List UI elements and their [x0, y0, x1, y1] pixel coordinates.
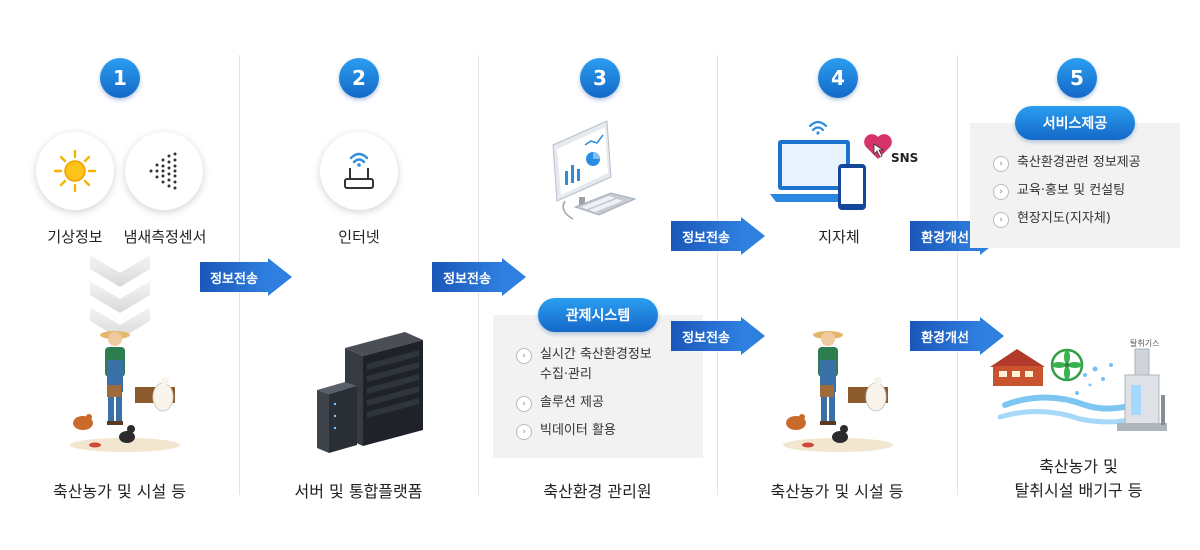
- list-item: › 솔루션 제공: [516, 393, 696, 413]
- list-item-text: 솔루션 제공: [540, 395, 604, 410]
- arrow-info-transfer-2: 정보전송: [432, 258, 526, 296]
- fan-icon: [1050, 348, 1084, 382]
- deodorizer-facility-illustration: [990, 348, 1167, 431]
- step-2-bottom-label: 서버 및 통합플랫폼: [294, 482, 423, 501]
- arrow-info-transfer-3: 정보전송: [671, 217, 765, 255]
- internet-label: 인터넷: [338, 228, 380, 246]
- list-item: › 축산환경관련 정보제공: [993, 153, 1178, 173]
- step-number-5: 5: [1057, 58, 1097, 98]
- step-3-bottom-label: 축산환경 관리원: [543, 482, 652, 501]
- step-5-bottom-label: 축산농가 및 탈취시설 배기구 등: [1014, 457, 1143, 500]
- chevron-right-icon: ›: [993, 156, 1009, 172]
- arrow-label: 환경개선: [910, 321, 980, 351]
- list-item-text: 실시간 축산환경정보 수집·관리: [540, 347, 652, 382]
- weather-label: 기상정보: [47, 228, 103, 246]
- arrow-label: 정보전송: [200, 262, 268, 292]
- heart-sns-icon: [864, 134, 892, 159]
- local-gov-label: 지자체: [818, 228, 860, 246]
- equipment-label: 탈취기스: [1130, 339, 1160, 348]
- step-number-2: 2: [339, 58, 379, 98]
- column-divider: [957, 55, 958, 495]
- list-item-text: 현장지도(지자체): [1017, 211, 1111, 226]
- arrow-label: 정보전송: [671, 221, 741, 251]
- arrow-head: [741, 317, 765, 355]
- step-number-1: 1: [100, 58, 140, 98]
- arrow-head: [502, 258, 526, 296]
- column-divider: [717, 55, 718, 495]
- arrow-head: [980, 317, 1004, 355]
- internet-circle: [320, 132, 398, 210]
- step-number-4: 4: [818, 58, 858, 98]
- monitor-icon: [552, 120, 637, 220]
- sensor-circle: [125, 132, 203, 210]
- list-item: › 실시간 축산환경정보 수집·관리: [516, 345, 696, 385]
- step-4-bottom-label: 축산농가 및 시설 등: [770, 482, 904, 501]
- list-item-text: 축산환경관련 정보제공: [1017, 155, 1141, 170]
- list-item-text: 교육·홍보 및 컨설팅: [1017, 183, 1126, 198]
- step-number-3: 3: [580, 58, 620, 98]
- arrow-label: 정보전송: [671, 321, 741, 351]
- arrow-label: 정보전송: [432, 262, 502, 292]
- chevron-right-icon: ›: [516, 396, 532, 412]
- arrow-head: [741, 217, 765, 255]
- farmer-illustration: [783, 331, 893, 452]
- chevron-right-icon: ›: [516, 424, 532, 440]
- arrow-env-improve-1: 환경개선: [910, 217, 1004, 255]
- weather-circle: [36, 132, 114, 210]
- deodorizer-icon: [1117, 348, 1167, 431]
- arrow-env-improve-2: 환경개선: [910, 317, 1004, 355]
- farmer-illustration: [70, 331, 180, 452]
- server-icon: [317, 332, 423, 453]
- wifi-router-icon: [344, 152, 374, 189]
- list-item: › 현장지도(지자체): [993, 209, 1178, 229]
- sun-icon: [53, 149, 97, 193]
- sensor-label: 냄새측정센서: [123, 228, 207, 246]
- arrow-head: [268, 258, 292, 296]
- sensor-wave-icon: [149, 152, 177, 190]
- sns-label: SNS: [891, 151, 919, 165]
- control-system-title: 관제시스템: [538, 298, 658, 332]
- arrow-label: 환경개선: [910, 221, 980, 251]
- list-item: › 빅데이터 활용: [516, 421, 696, 441]
- chevron-right-icon: ›: [993, 212, 1009, 228]
- list-item-text: 빅데이터 활용: [540, 423, 616, 438]
- chevron-right-icon: ›: [516, 348, 532, 364]
- chevron-right-icon: ›: [993, 184, 1009, 200]
- farm-building-icon: [990, 349, 1045, 386]
- arrow-info-transfer-4: 정보전송: [671, 317, 765, 355]
- arrow-info-transfer-1: 정보전송: [200, 258, 292, 296]
- step-1-bottom-label: 축산농가 및 시설 등: [52, 482, 187, 501]
- laptop-icon: [770, 120, 866, 210]
- service-title: 서비스제공: [1015, 106, 1135, 140]
- list-item: › 교육·홍보 및 컨설팅: [993, 181, 1178, 201]
